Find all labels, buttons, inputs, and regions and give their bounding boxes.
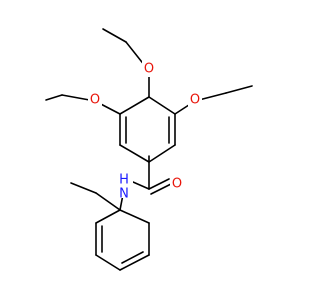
bond [150, 183, 172, 195]
bond [95, 192, 121, 211]
atom-labels: O O O O N H [88, 61, 202, 202]
bond [121, 251, 144, 264]
atom-label-bg [188, 92, 202, 108]
bond [148, 178, 170, 190]
bond [119, 254, 150, 271]
atom-label-bg [88, 92, 102, 108]
bond [119, 209, 150, 224]
bond [45, 94, 63, 101]
hydrogen-atom: H [119, 173, 129, 188]
atom-label-bg [115, 170, 133, 198]
oxygen-atom-top: O [144, 62, 154, 77]
bond [95, 254, 121, 271]
bond [95, 209, 121, 224]
bond [119, 96, 150, 115]
oxygen-atom-left: O [90, 93, 100, 108]
bond [70, 182, 97, 194]
bond [225, 85, 253, 94]
oxygen-atom-right: O [190, 93, 200, 108]
bond [102, 28, 127, 43]
oxygen-atom-carbonyl: O [172, 177, 182, 192]
atom-label-bg [142, 61, 156, 77]
atom-label-bg [170, 176, 184, 192]
nitrogen-atom: N [119, 187, 129, 202]
bond [148, 96, 176, 115]
bond [148, 144, 176, 163]
bond [119, 144, 150, 163]
molecule-structure: O O O O N H [45, 28, 253, 271]
